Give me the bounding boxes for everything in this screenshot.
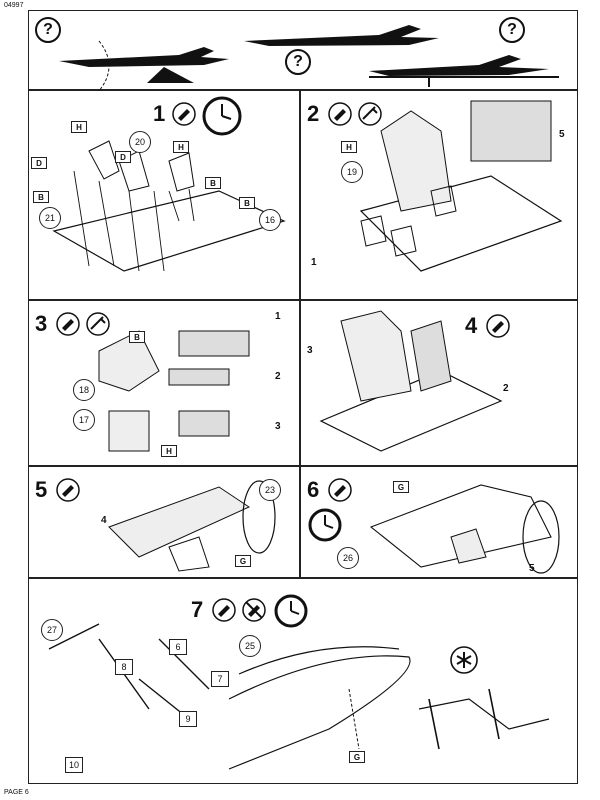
part-box: 9 bbox=[179, 711, 197, 727]
part-box: 8 bbox=[115, 659, 133, 675]
step-3-panel: 3 B H 18 17 1 2 3 bbox=[28, 300, 300, 466]
part-label: 5 bbox=[529, 563, 535, 574]
part-box: 7 bbox=[211, 671, 229, 687]
sprue-tag: G bbox=[393, 481, 409, 493]
step-number: 5 bbox=[35, 477, 48, 502]
part-number: 17 bbox=[73, 409, 95, 431]
glue-tube-icon bbox=[171, 101, 197, 132]
part-label: 3 bbox=[307, 345, 313, 356]
part-label: 2 bbox=[275, 371, 281, 382]
step-4-panel: 4 3 2 bbox=[300, 300, 578, 466]
sprue-tag: G bbox=[349, 751, 365, 763]
sprue-tag: B bbox=[33, 191, 49, 203]
step-number: 7 bbox=[191, 597, 204, 622]
part-label: 1 bbox=[311, 257, 317, 268]
glue-tube-icon bbox=[327, 101, 353, 132]
part-box: 10 bbox=[65, 757, 83, 773]
part-number: 16 bbox=[259, 209, 281, 231]
step-6-drawing bbox=[369, 484, 560, 574]
sprue-tag: G bbox=[235, 555, 251, 567]
part-number: 19 bbox=[341, 161, 363, 183]
part-label: 2 bbox=[503, 383, 509, 394]
glue-tube-icon bbox=[55, 477, 81, 508]
part-number: 20 bbox=[129, 131, 151, 153]
sprue-tag: B bbox=[239, 197, 255, 209]
paint-brush-icon bbox=[85, 311, 111, 342]
step-2-drawing bbox=[359, 100, 563, 272]
part-label: 3 bbox=[275, 421, 281, 432]
sprue-tag: D bbox=[31, 157, 47, 169]
step-7-panel: 7 27 25 6 8 7 9 10 G bbox=[28, 578, 578, 784]
part-number: 26 bbox=[337, 547, 359, 569]
glue-tube-icon bbox=[211, 597, 237, 628]
page-number: PAGE 6 bbox=[4, 789, 29, 796]
drying-clock-icon bbox=[273, 593, 309, 634]
step-3-drawing bbox=[98, 330, 250, 452]
paint-brush-icon bbox=[357, 101, 383, 132]
top-panel: ? ? ? bbox=[28, 10, 578, 92]
question-mark-icon: ? bbox=[35, 17, 61, 43]
no-glue-icon bbox=[241, 597, 267, 628]
part-number: 18 bbox=[73, 379, 95, 401]
step-number: 1 bbox=[153, 101, 166, 126]
part-label: 1 bbox=[275, 311, 281, 322]
step-1-panel: 1 20 16 21 H D D H B B B bbox=[28, 90, 300, 300]
sprue-tag: H bbox=[161, 445, 177, 457]
step-1-drawing bbox=[52, 140, 286, 272]
part-number: 21 bbox=[39, 207, 61, 229]
step-number: 4 bbox=[465, 313, 478, 338]
sprue-tag: B bbox=[129, 331, 145, 343]
detail-asterisk-icon bbox=[449, 645, 479, 680]
aircraft-silhouettes bbox=[59, 25, 559, 92]
step-number: 3 bbox=[35, 311, 48, 336]
sprue-tag: H bbox=[341, 141, 357, 153]
part-number: 27 bbox=[41, 619, 63, 641]
sprue-tag: H bbox=[71, 121, 87, 133]
part-number: 23 bbox=[259, 479, 281, 501]
drying-clock-icon bbox=[201, 95, 243, 142]
part-label: 4 bbox=[101, 515, 107, 526]
glue-tube-icon bbox=[485, 313, 511, 344]
part-number: 25 bbox=[239, 635, 261, 657]
drying-clock-icon bbox=[307, 507, 343, 548]
step-number: 2 bbox=[307, 101, 320, 126]
glue-tube-icon bbox=[327, 477, 353, 508]
question-mark-icon: ? bbox=[499, 17, 525, 43]
step-5-panel: 5 23 G 4 bbox=[28, 466, 300, 578]
glue-tube-icon bbox=[55, 311, 81, 342]
step-4-drawing bbox=[319, 310, 503, 452]
step-5-drawing bbox=[108, 480, 276, 572]
step-2-panel: 2 H 19 5 1 bbox=[300, 90, 578, 300]
question-mark-icon: ? bbox=[285, 49, 311, 75]
kit-code: 04997 bbox=[4, 2, 24, 9]
part-label: 5 bbox=[559, 129, 565, 140]
step-6-panel: 6 G 26 5 bbox=[300, 466, 578, 578]
sprue-tag: D bbox=[115, 151, 131, 163]
sprue-tag: H bbox=[173, 141, 189, 153]
sprue-tag: B bbox=[205, 177, 221, 189]
step-number: 6 bbox=[307, 477, 320, 502]
step-7-drawing bbox=[48, 623, 550, 770]
part-box: 6 bbox=[169, 639, 187, 655]
